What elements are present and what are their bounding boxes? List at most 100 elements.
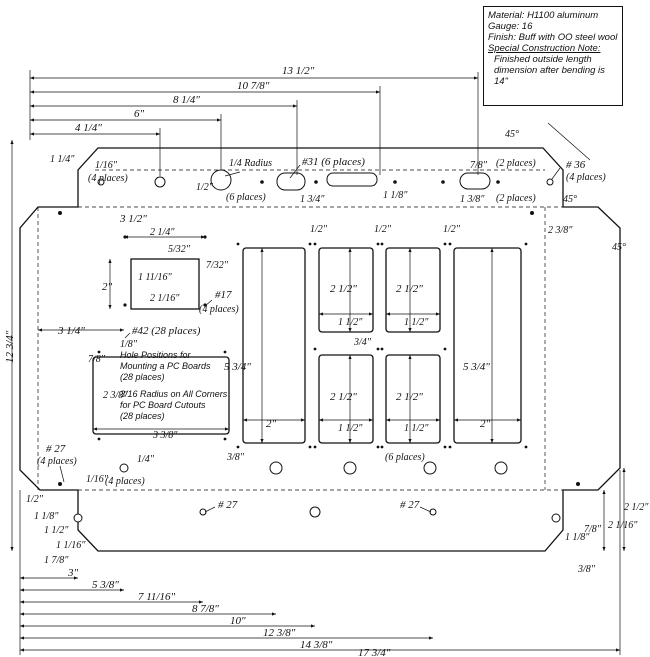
- cut-1-4: 1/4": [137, 454, 155, 465]
- right-2-1-2: 2 1/2": [624, 502, 649, 513]
- angle-45-b: 45°: [563, 194, 577, 205]
- hole: [429, 508, 437, 516]
- no36-label: # 36: [566, 159, 586, 171]
- hole: [530, 211, 534, 215]
- dim-5-32: 5/32": [168, 244, 191, 255]
- six-places-label: (6 places): [226, 192, 266, 203]
- slot: [459, 172, 491, 190]
- no27-a-places: (4 places): [37, 456, 77, 467]
- bot-14-3-8: 14 3/8": [300, 639, 333, 651]
- hole: [154, 176, 166, 188]
- material-notes-box: Material: H1100 aluminum Gauge: 16 Finis…: [483, 6, 623, 106]
- bot-1-1-16: 1 1/16": [56, 540, 86, 551]
- bot-1-7-8: 1 7/8": [44, 555, 69, 566]
- hole: [551, 513, 561, 523]
- dim-half-a: 1/2": [310, 224, 328, 235]
- bot-7-11-16: 7 11/16": [138, 591, 175, 603]
- bottom-dimension-lines: [19, 468, 626, 655]
- cut-1-8: 1/8": [120, 339, 138, 350]
- hole: [260, 180, 264, 184]
- cut-5-3-4-a: 5 3/4": [224, 361, 251, 373]
- bot-1-1-2: 1 1/2": [44, 525, 69, 536]
- bot-1-1-8: 1 1/8": [34, 511, 59, 522]
- dim-1-3-8: 1 3/8": [460, 194, 485, 205]
- hole: [546, 178, 554, 186]
- pc-board-cutout-4: [318, 354, 374, 444]
- hole: [393, 180, 397, 184]
- bot-5-3-8: 5 3/8": [92, 579, 119, 591]
- no27-a-label: # 27: [46, 443, 66, 455]
- no27-c-label: # 27: [400, 499, 420, 511]
- top-dimension-lines: [10, 70, 521, 551]
- dim-8-1-4: 8 1/4": [173, 94, 200, 106]
- dim-2-3-8: 2 3/8": [548, 225, 573, 236]
- cut-3-3-8: 3 3/8": [152, 430, 178, 441]
- right-2-1-16: 2 1/16": [608, 520, 638, 531]
- dim-3-1-4: 3 1/4": [57, 325, 85, 337]
- dim-half-c: 1/2": [443, 224, 461, 235]
- no31-label: #31 (6 places): [302, 156, 365, 168]
- hole: [269, 461, 283, 475]
- hole: [494, 461, 508, 475]
- pc-mounting-holes: [97, 242, 528, 449]
- gauge-note: Gauge: 16: [488, 21, 533, 32]
- cut-2-1-2-c: 2 1/2": [330, 391, 357, 403]
- cut-1-1-2-c: 1 1/2": [338, 423, 363, 434]
- pc-board-cutout-5: [385, 354, 441, 444]
- dim-half-b: 1/2": [374, 224, 392, 235]
- bot-8-7-8: 8 7/8": [192, 603, 219, 615]
- hole: [576, 482, 580, 486]
- four-places-b-label: (4 places): [105, 476, 145, 487]
- quarter-radius-label: 1/4 Radius: [229, 158, 272, 169]
- hole-positions-2: Mounting a PC Boards: [120, 361, 211, 371]
- bot-1-2: 1/2": [26, 494, 44, 505]
- hole: [119, 463, 129, 473]
- slot: [326, 172, 378, 187]
- cut-2-1-2-a: 2 1/2": [330, 283, 357, 295]
- pc-board-cutout-left: [92, 356, 230, 435]
- dim-10-7-8: 10 7/8": [237, 80, 270, 92]
- dim-1-1-8: 1 1/8": [383, 190, 408, 201]
- cut-1-1-2-a: 1 1/2": [338, 317, 363, 328]
- right-7-8: 7/8": [584, 524, 602, 535]
- hole: [58, 482, 62, 486]
- cut-7-8: 7/8": [88, 354, 106, 365]
- hole: [309, 506, 321, 518]
- dim-2: 2": [102, 281, 113, 293]
- material-note: Material: H1100 aluminum: [488, 10, 599, 21]
- dim-12-3-4: 12 3/4": [4, 330, 16, 363]
- cut-2-b: 2": [480, 418, 491, 430]
- dim-2-1-4: 2 1/4": [150, 227, 175, 238]
- hole: [73, 513, 83, 523]
- no17-places: (4 places): [199, 304, 239, 315]
- hole: [97, 178, 105, 186]
- no27-b-label: # 27: [218, 499, 238, 511]
- dim-3-1-2: 3 1/2": [119, 213, 147, 225]
- pc-board-cutout-2: [318, 247, 374, 333]
- special-note-text: Finished outside length dimension after …: [494, 54, 605, 87]
- no42-label: #42 (28 places): [132, 325, 201, 337]
- dim-6: 6": [134, 108, 145, 120]
- hole: [203, 303, 207, 307]
- hole: [496, 180, 500, 184]
- pc-board-cutout-1: [242, 247, 306, 444]
- finish-note: Finish: Buff with OO steel wool: [488, 32, 618, 43]
- slot: [276, 172, 306, 191]
- meter-cutout: [130, 258, 200, 310]
- angle-45-c: 45°: [612, 242, 626, 253]
- bot-10: 10": [230, 615, 246, 627]
- hole: [199, 508, 207, 516]
- dim-13-1-2: 13 1/2": [282, 65, 315, 77]
- hole: [123, 303, 127, 307]
- dim-7-8: 7/8": [470, 160, 488, 171]
- dim-2-1-16: 2 1/16": [150, 293, 180, 304]
- dim-1-16: 1/16": [95, 160, 118, 171]
- dim-7-32: 7/32": [206, 260, 229, 271]
- bot-12-3-8: 12 3/8": [263, 627, 296, 639]
- two-places-a: (2 places): [496, 158, 536, 169]
- cut-1-1-2-b: 1 1/2": [404, 317, 429, 328]
- right-3-8: 3/8": [577, 564, 596, 575]
- right-1-1-8: 1 1/8": [565, 532, 590, 543]
- hole: [343, 461, 357, 475]
